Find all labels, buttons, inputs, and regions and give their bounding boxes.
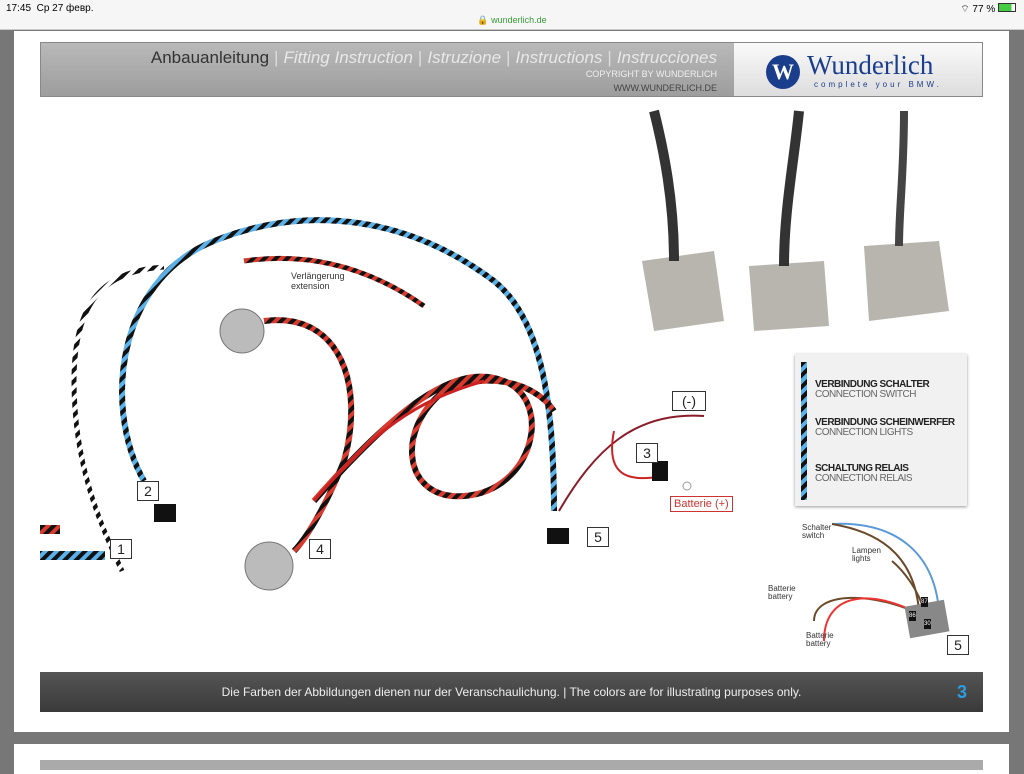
switch-housing-bottom (244, 541, 294, 591)
switch-housing-top (219, 308, 265, 354)
switch-wire (119, 217, 557, 512)
relay-pin-87: 87 (921, 597, 928, 607)
marker-1: 1 (110, 539, 132, 559)
relay-marker-5: 5 (947, 635, 969, 655)
page-footer: Die Farben der Abbildungen dienen nur de… (40, 672, 983, 712)
title-es: Instrucciones (616, 48, 717, 67)
wiring-diagram (40, 109, 950, 642)
relay-5 (547, 528, 569, 544)
footer-note: Die Farben der Abbildungen dienen nur de… (221, 685, 802, 699)
switch-housing-photos (642, 109, 949, 331)
url-bar[interactable]: 🔒 wunderlich.de (477, 15, 547, 25)
battery-indicator: ⌔ 77 % (960, 3, 1016, 16)
light-wire-loop (311, 373, 557, 503)
logo-emblem-icon: W (766, 55, 800, 89)
ring-terminal (682, 481, 692, 491)
relay-pin-30: 30 (924, 619, 931, 629)
extension-wire (243, 256, 426, 309)
marker-4: 4 (309, 539, 331, 559)
fuse-holder-3 (652, 461, 668, 481)
wunderlich-logo: W Wunderlich complete your BMW. (734, 43, 982, 96)
language-titles: Anbauanleitung|Fitting Instruction|Istru… (150, 48, 717, 67)
light-wire (263, 317, 355, 554)
title-en: Fitting Instruction (283, 48, 413, 67)
page-number: 3 (956, 682, 967, 702)
title-it: Istruzione (427, 48, 502, 67)
status-time: 17:45 Ср 27 февр. (6, 3, 94, 14)
next-page (14, 744, 1009, 774)
legend-stripe (801, 362, 807, 500)
page-header: Anbauanleitung|Fitting Instruction|Istru… (40, 42, 983, 97)
white-black-wire (71, 264, 165, 573)
connector-2 (154, 504, 176, 522)
status-bar: 17:45 Ср 27 февр. 🔒 wunderlich.de ⌔ 77 % (0, 0, 1024, 30)
marker-5: 5 (587, 527, 609, 547)
document-page: Anbauanleitung|Fitting Instruction|Istru… (14, 31, 1009, 732)
marker-3: 3 (636, 443, 658, 463)
title-de: Anbauanleitung (150, 48, 270, 67)
minus-label: (-) (672, 391, 706, 411)
battery-plus-label: Batterie (+) (670, 496, 733, 512)
marker-2: 2 (137, 481, 159, 501)
title-fr: Instructions (515, 48, 603, 67)
relay-pin-86: 86 (909, 611, 916, 621)
relay-schematic (40, 522, 950, 642)
